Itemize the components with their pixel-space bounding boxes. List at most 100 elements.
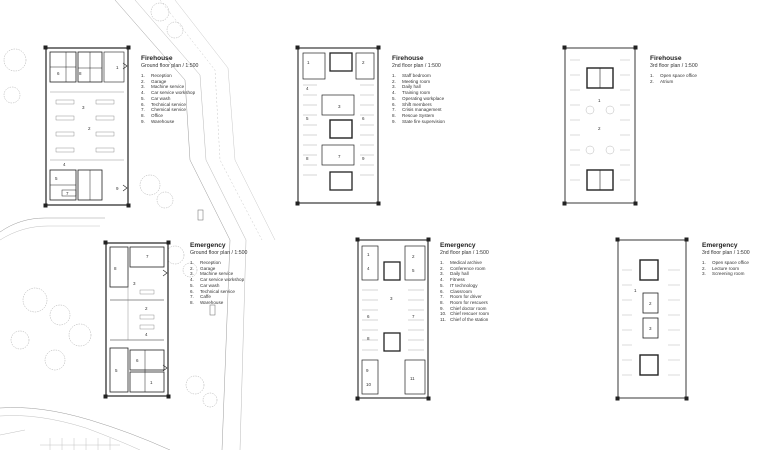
svg-text:1: 1: [150, 380, 153, 385]
legend-item-label: Garage: [200, 265, 216, 271]
svg-text:1: 1: [598, 98, 601, 103]
legend-item-number: 6.: [190, 288, 194, 294]
legend-item-label: Atrium: [660, 78, 674, 84]
legend-item: 1.Open space office: [650, 73, 698, 79]
legend-item-number: 2.: [190, 265, 194, 271]
legend-item: 1. Open space office: [702, 260, 750, 266]
svg-text:2: 2: [145, 306, 148, 311]
legend-item: 8.Room for rescuers: [440, 300, 489, 306]
svg-text:2: 2: [598, 126, 601, 131]
legend-item: 1.Medical archive: [440, 260, 489, 266]
legend-item-label: Open space office: [712, 260, 749, 265]
svg-text:5: 5: [412, 268, 415, 273]
legend-item-number: 7.: [190, 294, 194, 300]
legend-item-number: 9.: [141, 118, 145, 124]
legend-item-number: 4.: [141, 90, 145, 96]
svg-text:7: 7: [412, 314, 415, 319]
legend-item: 8.Office: [141, 113, 198, 119]
legend-item-label: Classroom: [450, 288, 472, 294]
legend-item-label: Technical service: [200, 288, 235, 294]
legend-item-number: 2.: [440, 265, 444, 271]
svg-text:9: 9: [366, 368, 369, 373]
legend-item-number: 6.: [392, 101, 396, 107]
legend-subtitle: Ground floor plan / 1:500: [190, 249, 248, 256]
emergency-2nd-plan: [355, 237, 431, 401]
svg-text:8: 8: [79, 71, 82, 76]
legend-item-label: Car wash: [200, 282, 220, 288]
legend-item-label: Shift members: [402, 101, 432, 107]
svg-text:6: 6: [362, 116, 365, 121]
legend-item-number: 9.: [440, 305, 444, 311]
legend-item-label: Daily hall: [450, 271, 469, 277]
legend-item-label: Chief doctor room: [450, 305, 487, 311]
firehouse-3rd-room-numbers: 1 2: [598, 98, 601, 131]
legend-item-number: 1.: [440, 260, 444, 265]
legend-item: 9. Chief doctor room: [440, 306, 489, 312]
legend-emergency-ground: Emergency Ground floor plan / 1:500 1.Re…: [190, 242, 247, 306]
legend-item-label: State fire supervision: [402, 118, 445, 124]
legend-item-label: Warehouse: [151, 118, 175, 124]
legend-item-label: Office: [151, 112, 163, 118]
legend-item-number: 6.: [141, 101, 145, 107]
legend-item: 7.Chemical service: [141, 107, 198, 113]
legend-item-number: 10.: [440, 311, 447, 317]
legend-item: 2. Garage: [190, 266, 247, 272]
svg-text:5: 5: [115, 368, 118, 373]
legend-title: Emergency: [190, 242, 226, 249]
legend-item: 6. Shift members: [392, 102, 445, 108]
legend-item: 3.Machine service: [190, 271, 247, 277]
legend-item: 6.Technical service: [141, 102, 198, 108]
legend-subtitle: 3rd floor plan / 1:500: [702, 249, 750, 256]
legend-item: 3.Daily hall: [392, 84, 445, 90]
legend-item-label: Chief rescuer room: [450, 311, 490, 317]
legend-emergency-2nd: Emergency 2nd floor plan / 1:500 1.Medic…: [440, 242, 489, 323]
legend-subtitle: Ground floor plan / 1:500: [141, 62, 199, 69]
svg-text:9: 9: [116, 186, 119, 191]
legend-item-label: Machine service: [200, 271, 234, 277]
legend-item: 11.Chief of the station: [440, 317, 489, 323]
legend-item: 5.Operating workplace: [392, 96, 445, 102]
legend-item-label: Fitness: [450, 277, 465, 283]
legend-item-label: Car service workshop: [151, 90, 196, 96]
legend-item: 2.Garage: [141, 79, 198, 85]
firehouse-ground-room-numbers: 6 8 1 2 3 4 5 7 9: [55, 65, 119, 196]
legend-item: 4.Car service workshop: [190, 277, 247, 283]
legend-subtitle: 3rd floor plan / 1:500: [650, 62, 698, 69]
legend-item: 3.Screening room: [702, 271, 750, 277]
legend-item-number: 2.: [392, 78, 396, 84]
legend-item-number: 2.: [141, 78, 145, 84]
legend-item-number: 7.: [392, 107, 396, 113]
legend-item: 7.Room for driver: [440, 294, 489, 300]
legend-item-label: Operating workplace: [402, 95, 445, 101]
legend-item-number: 1.: [702, 260, 706, 265]
legend-item-label: Lecture room: [712, 265, 740, 271]
svg-text:3: 3: [133, 281, 136, 286]
svg-text:11: 11: [410, 376, 415, 381]
svg-text:1: 1: [307, 60, 310, 65]
legend-item-number: 8.: [440, 299, 444, 305]
firehouse-3rd-plan: [562, 45, 638, 206]
legend-item: 7.Crisis management: [392, 107, 445, 113]
legend-item: 10.Chief rescuer room: [440, 311, 489, 317]
svg-text:9: 9: [362, 156, 365, 161]
legend-item: 1.Staff bedroom: [392, 73, 445, 79]
legend-item-number: 4.: [190, 277, 194, 283]
firehouse-ground-plan: [43, 45, 131, 208]
legend-item-number: 5.: [440, 282, 444, 288]
legend-item-label: Caffe: [200, 294, 211, 300]
legend-item: 4. Car service workshop: [141, 90, 198, 96]
svg-text:4: 4: [145, 332, 148, 337]
svg-text:8: 8: [306, 156, 309, 161]
legend-item-label: Car wash: [151, 95, 171, 101]
legend-item: 1.Reception: [190, 260, 247, 266]
emergency-ground-room-numbers: 7 8 2 3 4 5 6 1: [114, 254, 153, 385]
svg-text:1: 1: [116, 65, 119, 70]
legend-item-number: 1.: [650, 73, 654, 78]
legend-item: 2. Meeting room: [392, 79, 445, 85]
legend-title: Firehouse: [141, 55, 173, 62]
legend-item-label: Meeting room: [402, 78, 431, 84]
svg-text:2: 2: [412, 254, 415, 259]
